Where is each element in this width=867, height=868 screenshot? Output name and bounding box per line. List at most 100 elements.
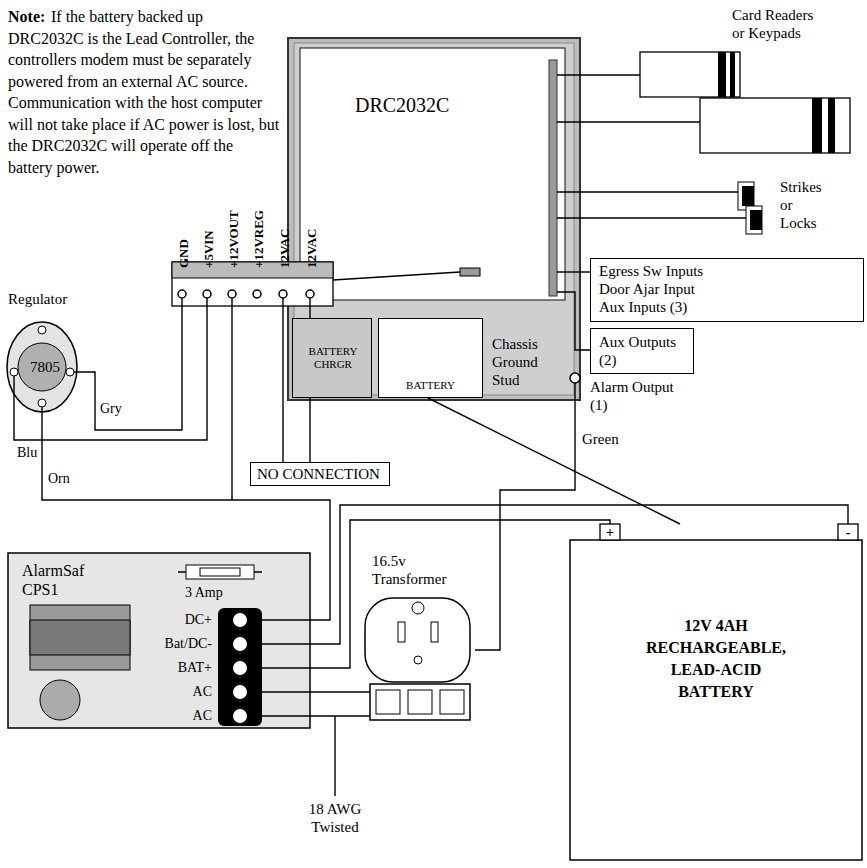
label-holder: GND [175, 239, 193, 268]
label-holder: Gry [100, 400, 122, 418]
card-reader [700, 98, 850, 153]
node-text: AlarmSaf CPS1 [22, 561, 102, 599]
fuse-rating: 3 Amp [185, 584, 223, 602]
heading: Regulator [8, 290, 67, 308]
label-holder: Green [582, 430, 619, 448]
terminal-block [172, 262, 333, 306]
controller-enclosure [288, 38, 580, 400]
label-holder: - [838, 525, 858, 540]
wire-color: Gry [100, 400, 122, 418]
wiring [14, 75, 746, 796]
output-label: Alarm Output (1) [590, 378, 690, 414]
transformer-terminal [440, 690, 464, 714]
node-text: BATTERY [379, 379, 482, 392]
plug-screw [412, 602, 424, 614]
node-text: Door Ajar Input [599, 280, 695, 298]
node-text: DRC2032C [355, 96, 449, 114]
reader-bar [718, 52, 726, 97]
wire [310, 505, 848, 644]
wire [310, 691, 360, 692]
terminal-screw [306, 290, 314, 298]
node-text: BATTERY CHRGR [303, 345, 363, 371]
label-holder: Blu [17, 444, 37, 462]
supply-terminals [233, 613, 247, 723]
wire [310, 520, 610, 668]
regulator-lug [10, 368, 18, 376]
label-holder: Orn [48, 470, 70, 488]
label-holder: AC [122, 683, 212, 701]
charger-box: BATTERY CHRGR [292, 318, 372, 398]
battery-body [570, 540, 862, 860]
node-text: Egress Sw Inputs [599, 262, 703, 280]
controller-board [300, 48, 565, 300]
terminal-name: BAT+ [122, 659, 212, 677]
input-box: Egress Sw InputsDoor Ajar InputAux Input… [590, 258, 864, 322]
regulator-lug [38, 326, 46, 334]
controller-board: DRC2032C [300, 48, 565, 300]
terminal-screw [253, 290, 261, 298]
reader-bar [828, 98, 835, 153]
transformer: 16.5v Transformer [360, 592, 475, 720]
label-holder: +12VREG [250, 210, 268, 268]
regulator: Regulator7805 [7, 322, 83, 412]
battery: 12V 4AH RECHARGEABLE, LEAD-ACID BATTERY [570, 524, 862, 860]
terminal-screw [203, 290, 211, 298]
node-text: Chassis Ground Stud [492, 335, 556, 389]
label-holder: +5VIN [200, 230, 218, 268]
terminal-name: AC [122, 707, 212, 725]
transformer-plug [365, 598, 470, 682]
label-holder: +12VOUT [225, 210, 243, 268]
terminal-name: +5VIN [200, 230, 218, 268]
wire-color: Green [582, 430, 619, 448]
label-holder: + [600, 525, 620, 540]
fuse-element [200, 568, 240, 576]
note-box: NO CONNECTION [250, 462, 390, 486]
label-holder: 12VAC [303, 229, 321, 269]
label-holder: Bat/DC- [122, 635, 212, 653]
power-header [460, 268, 480, 276]
supply-relay [30, 605, 130, 670]
terminal-screw [279, 290, 287, 298]
label-holder: AC [122, 707, 212, 725]
output-box: Aux Outputs (2) [590, 328, 694, 374]
fuse [186, 565, 254, 579]
terminal-name: +12VREG [250, 210, 268, 268]
terminal-name: DC+ [122, 611, 212, 629]
node-text: Aux Inputs (3) [599, 298, 687, 316]
battery-box: BATTERY [378, 318, 483, 398]
wire-color: Blu [17, 444, 37, 462]
supply-relay-band [30, 620, 130, 655]
supply-capacitor [40, 680, 80, 720]
plug-prong [431, 622, 438, 642]
power-supply-board [8, 553, 310, 728]
label-holder: 18 AWG Twisted [300, 800, 370, 836]
node-text: 16.5v Transformer [372, 552, 462, 588]
terminal-name: GND [175, 239, 193, 268]
label-holder: 12VAC [276, 229, 294, 269]
label-holder: BAT+ [122, 659, 212, 677]
strike-icon [746, 206, 762, 234]
polarity-sign: - [838, 525, 858, 540]
wire [310, 715, 360, 716]
regulator-lug [38, 399, 46, 407]
terminal-name: AC [122, 683, 212, 701]
terminal-name: Bat/DC- [122, 635, 212, 653]
node-text: 7805 [7, 358, 83, 376]
battery-terminal [600, 524, 620, 540]
transformer-terminal [376, 690, 400, 714]
terminal-name: +12VOUT [225, 210, 243, 268]
wire [565, 271, 590, 272]
label-holder: Card Readers or Keypads [732, 6, 827, 42]
label-holder: Strikes or Locks [780, 178, 830, 232]
strike-body [742, 186, 754, 206]
device-label: Card Readers or Keypads [732, 6, 827, 42]
node-text: 12V 4AH RECHARGEABLE, LEAD-ACID BATTERY [631, 615, 801, 703]
reader-bar [812, 98, 822, 153]
label-holder: Alarm Output (1) [590, 378, 690, 414]
battery-terminal [838, 524, 858, 540]
note-text: If the battery backed up DRC2032C is the… [8, 6, 280, 178]
terminal-screw [228, 290, 236, 298]
polarity-sign: + [600, 525, 620, 540]
